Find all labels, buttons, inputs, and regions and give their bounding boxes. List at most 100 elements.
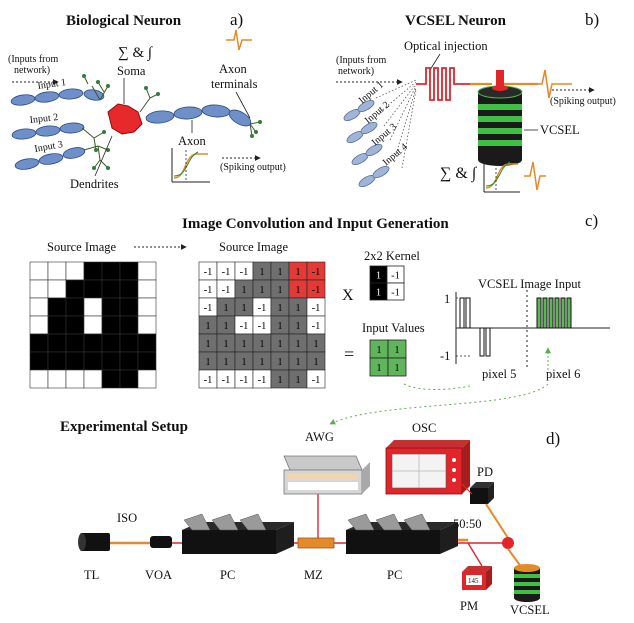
optical-injection-label: Optical injection [404,39,488,53]
encoded-pixel-value: -1 [204,375,213,386]
encoded-pixel-value: 1 [295,321,300,332]
encoded-pixel-value: 1 [295,339,300,350]
dendrite-chain-1 [10,88,105,106]
dendrite-branches [81,75,159,169]
vcsel-device-icon-d [514,564,540,602]
panel-d-title: Experimental Setup [60,419,188,435]
panel-a: Biological Neuron a) (Inputs from networ… [8,10,286,191]
encoded-pixel-value: -1 [222,375,231,386]
source-pixel [137,279,157,299]
input-values-link [403,383,471,390]
axon-terminal-branches [249,121,261,137]
source-pixel [119,369,139,389]
source-pixel [29,315,49,335]
osc-label: OSC [412,421,436,435]
source-pixel [83,351,103,371]
panel-b-tag: b) [585,10,599,29]
encoded-pixel-value: 1 [277,285,282,296]
kernel-cell [386,282,405,301]
encoded-pixel-value: 1 [241,357,246,368]
voa-label: VOA [145,568,172,582]
osc-pd-cable [461,483,473,495]
encoded-pixel-value: -1 [222,285,231,296]
pc-2-label: PC [387,568,402,582]
encoded-pixel-value: 1 [241,339,246,350]
iso-label: ISO [117,511,137,525]
vcsel-label-b: VCSEL [540,123,580,137]
source-pixel [101,261,121,281]
encoded-pixel-value: 1 [295,375,300,386]
to-awg-arrow [329,383,549,425]
source-pixel [47,351,67,371]
source-pixel [137,351,157,371]
encoded-pixel-value: 1 [295,357,300,368]
encoded-pixel-value: -1 [312,375,321,386]
activation-plot-icon-b [483,160,520,193]
spiking-output-label-b: (Spiking output) [550,96,616,107]
encoded-pixel-value: 1 [241,303,246,314]
vcsel-label-d: VCSEL [510,603,550,617]
encoded-pixel-value: 1 [277,357,282,368]
photodetector-icon [470,482,494,504]
dendrites-pointer [94,135,113,177]
axon-terminals-pointer [235,91,251,119]
kernel-grid: 1 -1 1 -1 [369,265,405,301]
encoded-pixel-value: -1 [258,303,267,314]
encoded-pixel-value: 1 [223,339,228,350]
spiking-output-label-a: (Spiking output) [220,162,286,173]
encoded-pixel-value: 1 [241,285,246,296]
input-4-label-b: Input 4 [381,141,410,168]
dendrite-chain-3 [14,147,86,170]
source-pixel [101,315,121,335]
waveform-axis-top: 1 [444,292,450,306]
kernel-cell-value: -1 [391,271,400,282]
inputs-note-line2: network) [14,65,50,76]
encoded-pixel-value: 1 [277,303,282,314]
kernel-cell-value: -1 [391,288,400,299]
encoded-pixel-value: 1 [313,357,318,368]
source-pixel [83,279,103,299]
kernel-cell-value: 1 [376,288,381,299]
kernel-cell-value: 1 [376,271,381,282]
encoded-pixel-value: 1 [277,339,282,350]
source-pixel [83,333,103,353]
pm-label: PM [460,599,478,613]
source-pixel [101,333,121,353]
vcsel-image-input-label: VCSEL Image Input [478,277,582,291]
optical-injection-pointer [429,53,441,71]
input-value-text: 1 [376,345,381,356]
dendrites-label: Dendrites [70,177,119,191]
pixel-5-label: pixel 5 [482,367,516,381]
encoded-pixel-value: -1 [222,267,231,278]
encoded-pixel-value: 1 [277,267,282,278]
encoded-pixel-value: 1 [295,285,300,296]
inputs-note-b-line2: network) [338,66,374,77]
multiply-sign: X [342,287,354,304]
encoded-pixel-value: 1 [259,285,264,296]
input-value-text: 1 [394,345,399,356]
encoded-pixel-value: -1 [258,375,267,386]
pm-reading: 145 [468,577,479,585]
waveform-axis-bottom: -1 [440,349,450,363]
encoded-pixel-value: 1 [205,321,210,332]
spike-icon-b [524,161,546,191]
source-pixel [47,279,67,299]
polarization-controller-1-icon [182,513,294,554]
source-pixel [83,315,103,335]
source-pixel [65,333,85,353]
source-pixel [119,333,139,353]
inputs-note-line1: (Inputs from [8,54,58,65]
source-pixel [65,297,85,317]
awg-label: AWG [305,430,334,444]
input-1-label: Input 1 [37,77,67,92]
tl-label: TL [84,568,99,582]
source-pixel [47,315,67,335]
encoded-pixel-value: 1 [223,321,228,332]
source-pixel [137,261,157,281]
panel-c-title: Image Convolution and Input Generation [182,216,449,232]
inputs-note-b-line1: (Inputs from [336,55,386,66]
source-pixel [137,315,157,335]
encoded-pixel-value: -1 [240,375,249,386]
source-pixel [119,279,139,299]
source-pixel [65,351,85,371]
